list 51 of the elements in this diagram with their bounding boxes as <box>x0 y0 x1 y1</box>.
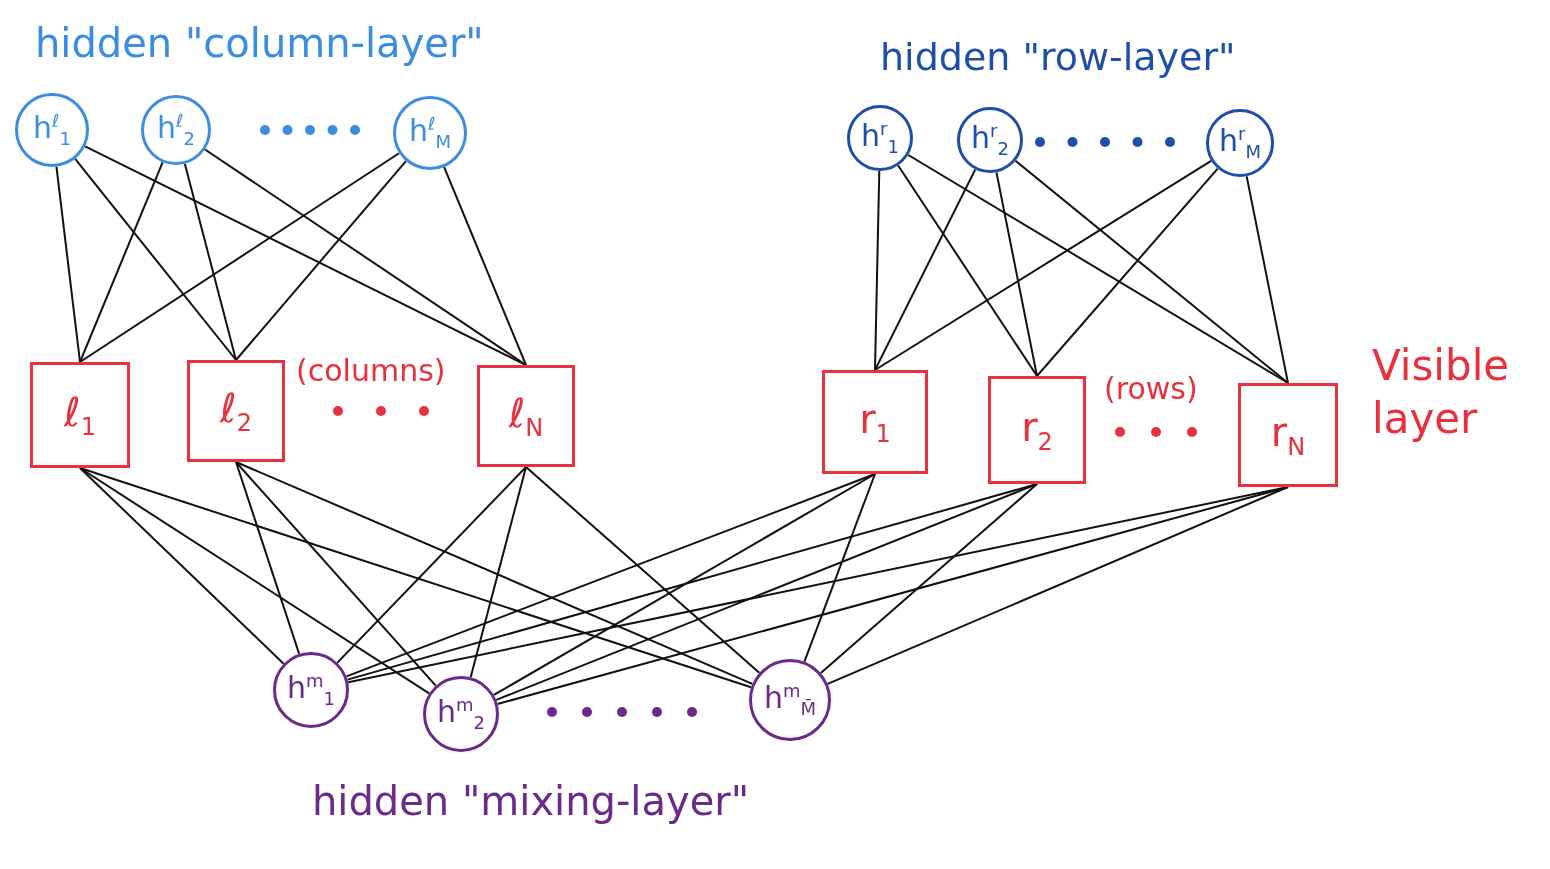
connection-line <box>235 461 437 687</box>
connection-line <box>235 461 301 655</box>
unit-label: ℓ$_{1}$ <box>64 391 96 439</box>
connection-line <box>79 467 753 689</box>
connection-line <box>874 159 1213 371</box>
connection-line <box>897 164 1038 377</box>
connection-line <box>492 473 876 696</box>
connection-line <box>79 467 431 695</box>
layer-label: (rows) <box>1104 370 1199 408</box>
unit-label: r$_{1}$ <box>859 398 891 446</box>
hidden-unit-circle <box>423 676 499 752</box>
connection-line <box>907 154 1289 384</box>
layer-label: (columns) <box>296 352 447 390</box>
visible-unit-box <box>187 360 285 462</box>
visible-unit-box <box>822 370 928 474</box>
connection-line <box>495 483 1038 701</box>
hidden-unit-circle <box>273 652 349 728</box>
unit-label: ℓ$_{2}$ <box>220 387 252 435</box>
connection-line <box>1245 175 1289 384</box>
connection-line <box>79 161 164 363</box>
unit-label: ℓ$_{N}$ <box>508 392 544 440</box>
connection-line <box>874 168 977 371</box>
connection-line <box>79 152 401 363</box>
unit-label: r$_{N}$ <box>1270 411 1306 459</box>
connection-line <box>826 486 1289 685</box>
layer-label: hidden "row-layer" <box>880 34 1237 81</box>
connection-line <box>995 171 1038 377</box>
layer-label: hidden "mixing-layer" <box>312 777 751 826</box>
connection-line <box>525 466 761 674</box>
unit-label: r$_{2}$ <box>1021 406 1053 454</box>
connection-line <box>55 165 81 363</box>
connection-line <box>79 467 285 665</box>
connection-line <box>443 166 527 366</box>
connection-line <box>1014 159 1289 384</box>
connection-line <box>469 466 527 679</box>
connection-line <box>336 466 527 664</box>
visible-unit-box <box>1238 383 1338 487</box>
visible-unit-box <box>477 365 575 467</box>
layer-label: hidden "column-layer" <box>35 19 485 68</box>
connection-line <box>183 162 237 361</box>
connection-line <box>235 461 754 685</box>
layer-label: Visible layer <box>1372 340 1511 445</box>
connection-line <box>1036 167 1219 377</box>
visible-unit-box <box>988 376 1086 484</box>
connection-line <box>803 473 876 663</box>
connection-line <box>74 157 237 361</box>
connection-line <box>235 160 407 361</box>
connection-line <box>874 170 881 371</box>
connection-line <box>204 148 527 366</box>
visible-unit-box <box>30 362 130 468</box>
connection-line <box>819 483 1038 674</box>
